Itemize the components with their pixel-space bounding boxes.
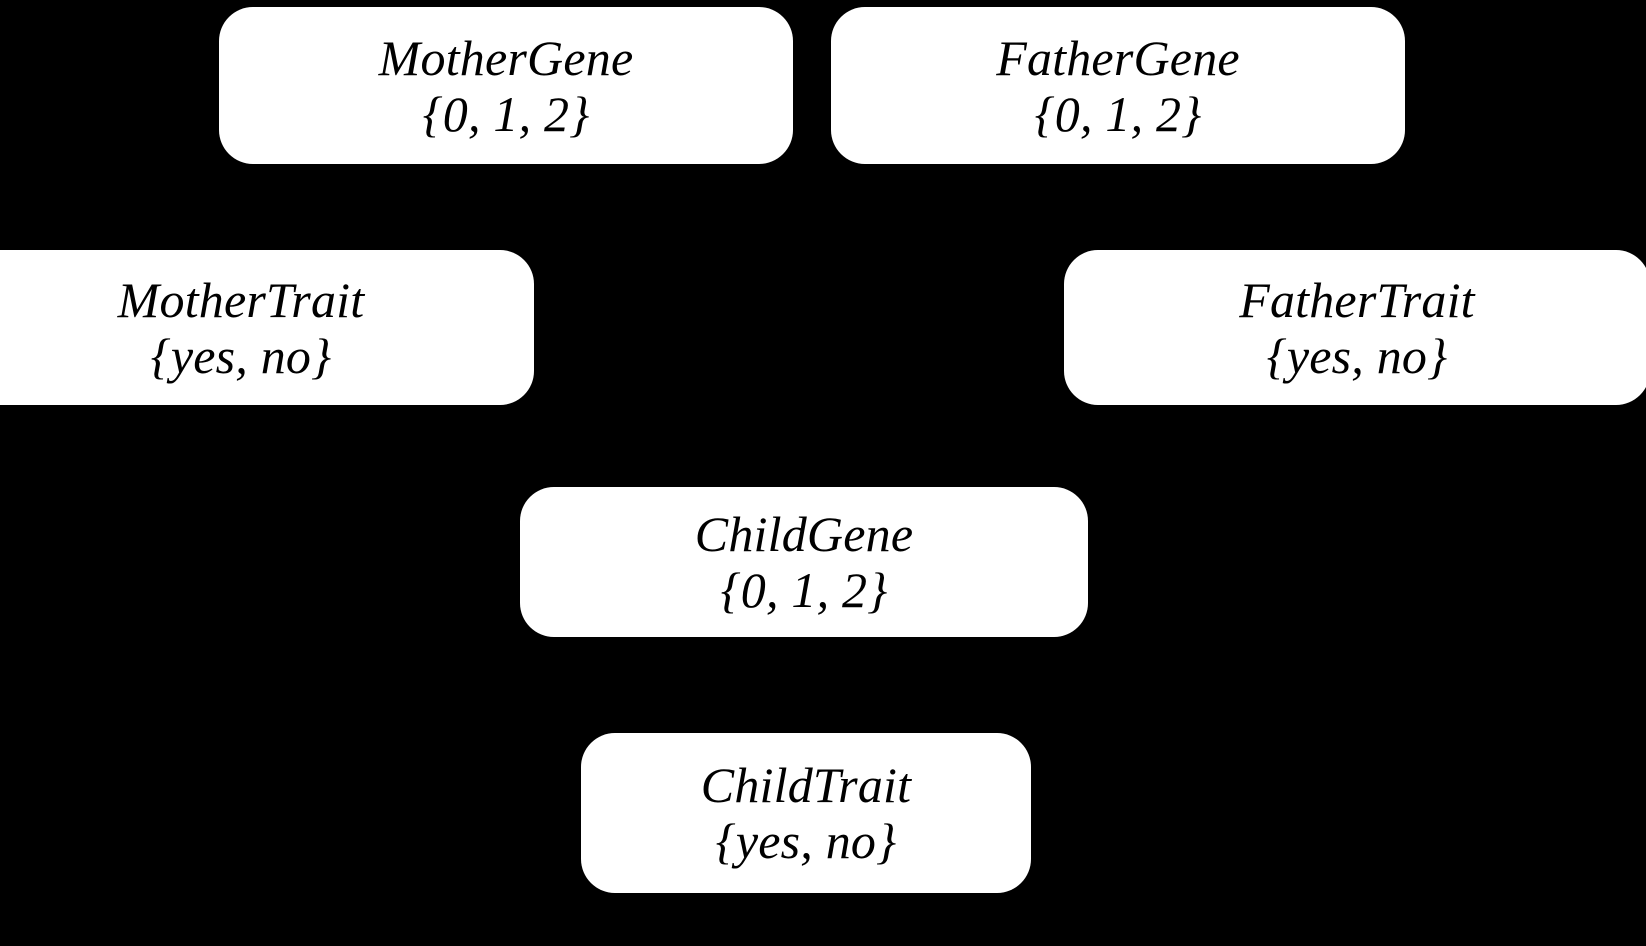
node-child-trait-domain: {yes, no} xyxy=(715,813,897,869)
node-child-gene-domain: {0, 1, 2} xyxy=(720,562,888,618)
node-mother-gene[interactable]: MotherGene {0, 1, 2} xyxy=(219,7,793,164)
node-father-gene-label: FatherGene xyxy=(996,29,1240,86)
node-mother-trait-label: MotherTrait xyxy=(117,271,365,328)
node-mother-gene-domain: {0, 1, 2} xyxy=(422,85,590,142)
node-father-trait[interactable]: FatherTrait {yes, no} xyxy=(1064,250,1646,405)
node-father-trait-label: FatherTrait xyxy=(1239,271,1475,328)
node-mother-gene-label: MotherGene xyxy=(378,29,634,86)
node-child-trait[interactable]: ChildTrait {yes, no} xyxy=(581,733,1031,893)
node-father-gene-domain: {0, 1, 2} xyxy=(1034,85,1202,142)
node-mother-trait-domain: {yes, no} xyxy=(150,327,332,384)
node-father-gene[interactable]: FatherGene {0, 1, 2} xyxy=(831,7,1405,164)
node-father-trait-domain: {yes, no} xyxy=(1266,327,1448,384)
node-child-gene-label: ChildGene xyxy=(694,506,914,562)
node-child-trait-label: ChildTrait xyxy=(700,757,912,813)
node-mother-trait[interactable]: MotherTrait {yes, no} xyxy=(0,250,534,405)
node-child-gene[interactable]: ChildGene {0, 1, 2} xyxy=(520,487,1088,637)
